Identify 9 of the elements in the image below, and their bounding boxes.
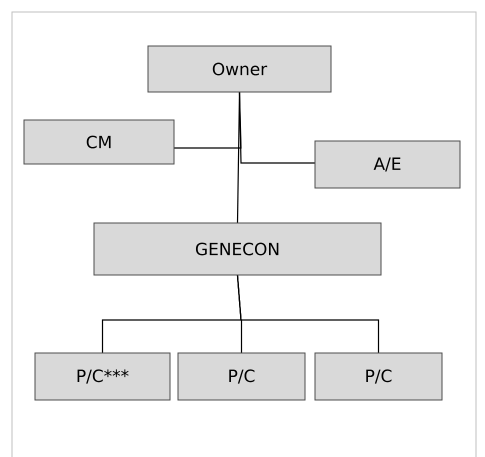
org-box: Owner xyxy=(148,46,332,92)
org-box: P/C xyxy=(178,352,306,400)
org-box: A/E xyxy=(314,140,460,188)
connector-line xyxy=(236,92,240,222)
org-box: P/C xyxy=(314,352,442,400)
org-box: P/C*** xyxy=(34,352,170,400)
org-box: GENECON xyxy=(94,222,382,276)
connector-line xyxy=(236,275,380,352)
org-box: CM xyxy=(24,120,174,164)
